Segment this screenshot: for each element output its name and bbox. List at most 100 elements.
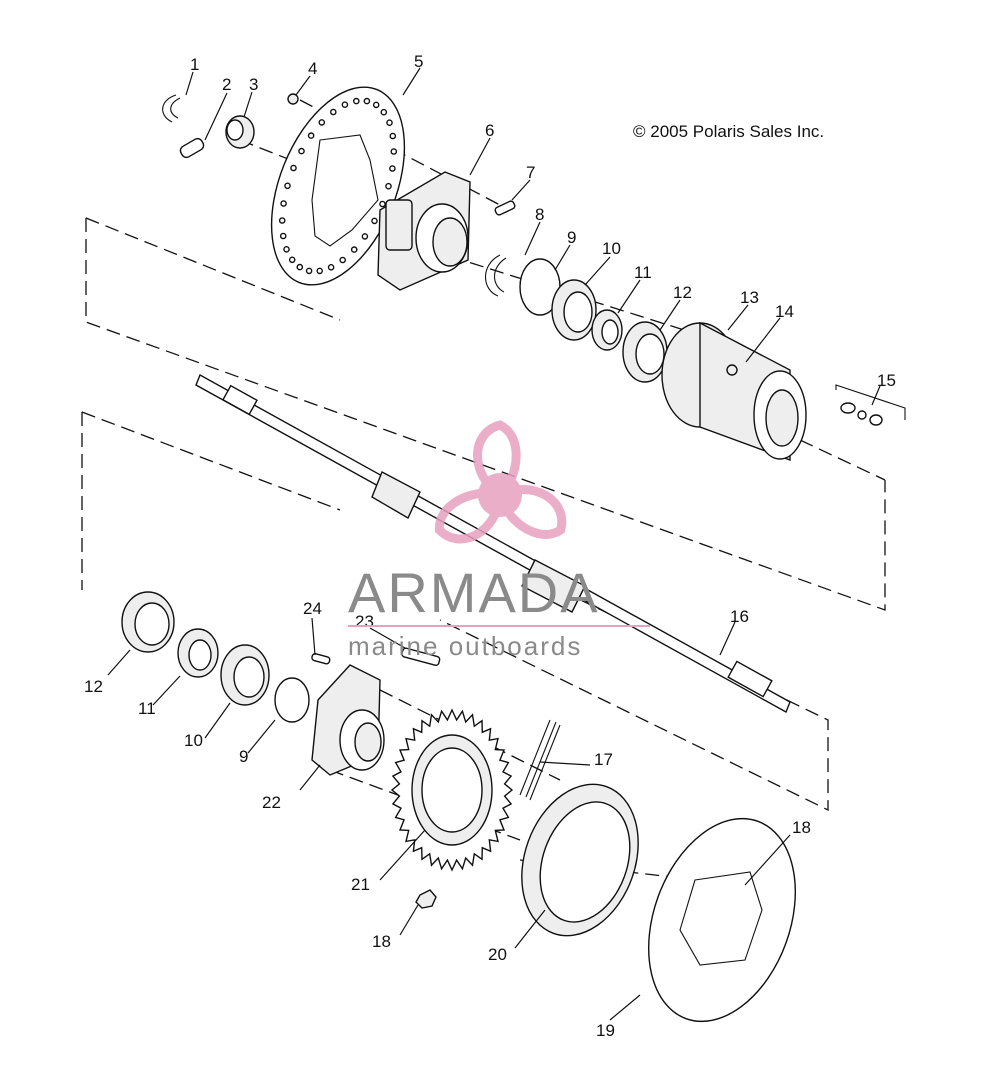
callout-18-right: 18 <box>792 818 811 837</box>
snap-ring-1 <box>162 94 181 123</box>
callout-24: 24 <box>303 599 322 618</box>
callout-3: 3 <box>249 75 258 94</box>
callout-18-lower: 18 <box>372 932 391 951</box>
disc-hole <box>327 263 335 271</box>
callout-2: 2 <box>222 75 231 94</box>
callout-12-lower: 12 <box>84 677 103 696</box>
disc-hole <box>390 148 398 155</box>
callout-13: 13 <box>740 288 759 307</box>
callout-12-upper: 12 <box>673 283 692 302</box>
callout-16: 16 <box>730 607 749 626</box>
watermark-logo <box>434 420 567 544</box>
disc-hole <box>318 119 326 126</box>
callout-10-upper: 10 <box>602 239 621 258</box>
bearing-11-upper <box>591 309 623 351</box>
callout-17: 17 <box>594 750 613 769</box>
sprocket-21 <box>390 708 514 872</box>
race-12-lower <box>121 591 175 653</box>
disc-hole <box>278 217 286 224</box>
race-10-lower <box>220 644 270 706</box>
callout-9-upper: 9 <box>567 228 576 247</box>
propeller-icon <box>434 420 567 544</box>
disc-hole <box>316 267 324 275</box>
upper-assembly-outline <box>85 218 886 611</box>
disc-hole <box>389 165 396 172</box>
nut-18-lower <box>415 889 437 909</box>
callout-9-lower: 9 <box>239 747 248 766</box>
snap-ring-8 <box>485 254 507 297</box>
callout-10-lower: 10 <box>184 731 203 750</box>
callout-19: 19 <box>596 1021 615 1040</box>
watermark-subtitle: marine outboards <box>348 631 582 661</box>
callout-21: 21 <box>351 875 370 894</box>
disc-hole <box>361 233 369 240</box>
callout-14: 14 <box>775 302 794 321</box>
washer-9-lower <box>274 677 310 723</box>
eccentric-housing-13 <box>661 321 807 462</box>
disc-hole <box>305 267 313 275</box>
disc-hole <box>283 245 290 253</box>
chain-17 <box>519 719 561 801</box>
disc-hole <box>298 147 305 155</box>
disc-hole <box>290 164 297 172</box>
propeller-blade <box>494 485 567 539</box>
pin-2 <box>179 137 205 159</box>
clip-15 <box>835 384 906 426</box>
disc-hole <box>339 256 347 264</box>
disc-hole <box>288 256 296 264</box>
callout-labels: 1 2 3 4 5 6 7 8 9 10 11 12 13 14 15 16 1… <box>84 52 896 1040</box>
collar-3 <box>225 115 255 149</box>
propeller-blade <box>473 420 521 502</box>
disc-hole <box>389 132 397 140</box>
disc-hole <box>296 263 304 271</box>
disc-hole <box>280 200 287 207</box>
bearing-housing-22 <box>311 664 385 776</box>
disc-hole <box>380 108 388 116</box>
upper-outline-right <box>799 439 886 481</box>
disc-hole <box>352 97 360 105</box>
axle-shaft-16 <box>195 374 791 713</box>
bolt-7 <box>494 200 516 216</box>
upper-outline-top <box>85 217 341 321</box>
callout-15: 15 <box>877 371 896 390</box>
callout-1: 1 <box>190 55 199 74</box>
disc-hole <box>379 200 386 208</box>
disc-hole <box>363 97 371 105</box>
brake-disc-5 <box>270 86 406 286</box>
disc-hole <box>371 217 378 225</box>
nut-4 <box>287 93 299 105</box>
disc-hole <box>350 246 358 253</box>
brake-drum-20 <box>521 783 639 937</box>
callout-20: 20 <box>488 945 507 964</box>
disc-hole <box>372 101 380 109</box>
watermark-title: ARMADA <box>348 561 600 624</box>
bearing-11-lower <box>177 628 219 678</box>
propeller-blade <box>434 488 505 544</box>
disc-hole <box>386 119 393 126</box>
callout-11-lower: 11 <box>138 699 156 718</box>
disc-hole <box>279 232 287 240</box>
bearing-housing-6 <box>377 171 471 291</box>
disc-hole <box>329 108 337 116</box>
leader-lines <box>107 67 881 1021</box>
callout-7: 7 <box>526 163 535 182</box>
set-screw-14 <box>726 364 738 376</box>
disc-hole <box>307 132 315 139</box>
callout-22: 22 <box>262 793 281 812</box>
callout-8: 8 <box>535 205 544 224</box>
race-10-upper <box>551 279 597 341</box>
callout-4: 4 <box>308 59 317 78</box>
disc-hole <box>385 182 392 190</box>
callout-6: 6 <box>485 121 494 140</box>
bolt-24 <box>311 653 331 665</box>
propeller-hub <box>478 473 522 517</box>
callout-11-upper: 11 <box>634 263 652 282</box>
callout-5: 5 <box>414 52 423 71</box>
disc-hole <box>284 182 291 190</box>
disc-hole <box>341 101 349 108</box>
bolt-23 <box>401 647 441 667</box>
copyright-text: © 2005 Polaris Sales Inc. <box>633 122 824 141</box>
race-12-upper <box>622 321 668 383</box>
